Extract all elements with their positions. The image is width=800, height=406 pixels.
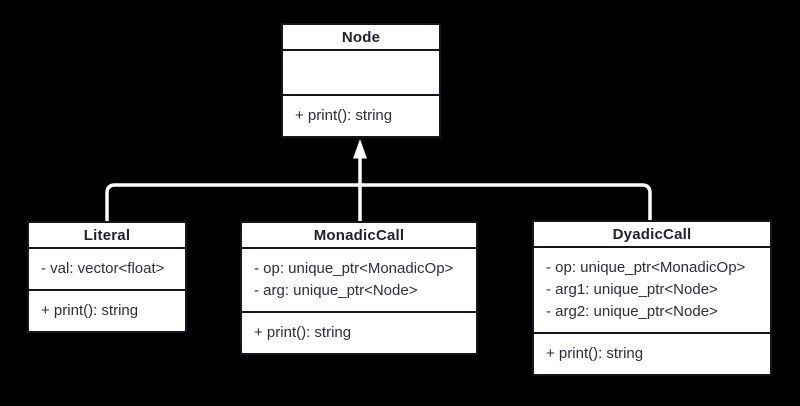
- attribute-entry: - val: vector<float>: [41, 260, 165, 277]
- class-box-dyadiccall: DyadicCall - op: unique_ptr<MonadicOp> -…: [532, 220, 772, 376]
- method-entry: + print(): string: [254, 324, 352, 341]
- attribute-entry: - arg2: unique_ptr<Node>: [546, 303, 718, 320]
- class-box-node: Node + print(): string: [281, 23, 441, 138]
- method-entry: + print(): string: [295, 107, 393, 124]
- inheritance-line-bus: [105, 183, 652, 221]
- inheritance-arrowhead-icon: [353, 139, 367, 159]
- class-attributes-empty: [283, 51, 439, 96]
- method-entry: + print(): string: [41, 302, 139, 319]
- class-methods: + print(): string: [29, 291, 185, 331]
- class-methods: + print(): string: [242, 313, 476, 353]
- class-name: Node: [283, 25, 439, 51]
- attribute-entry: - arg1: unique_ptr<Node>: [546, 281, 718, 298]
- attribute-entry: - op: unique_ptr<MonadicOp>: [546, 259, 746, 276]
- class-methods: + print(): string: [534, 334, 770, 374]
- class-name: DyadicCall: [534, 222, 770, 248]
- class-box-monadiccall: MonadicCall - op: unique_ptr<MonadicOp> …: [240, 221, 478, 355]
- class-attributes: - op: unique_ptr<MonadicOp> - arg1: uniq…: [534, 248, 770, 334]
- class-name: Literal: [29, 223, 185, 249]
- attribute-entry: - arg: unique_ptr<Node>: [254, 282, 418, 299]
- class-attributes: - val: vector<float>: [29, 249, 185, 291]
- class-box-literal: Literal - val: vector<float> + print(): …: [27, 221, 187, 333]
- class-methods: + print(): string: [283, 96, 439, 136]
- class-attributes: - op: unique_ptr<MonadicOp> - arg: uniqu…: [242, 249, 476, 313]
- method-entry: + print(): string: [546, 345, 644, 362]
- class-name: MonadicCall: [242, 223, 476, 249]
- attribute-entry: - op: unique_ptr<MonadicOp>: [254, 260, 454, 277]
